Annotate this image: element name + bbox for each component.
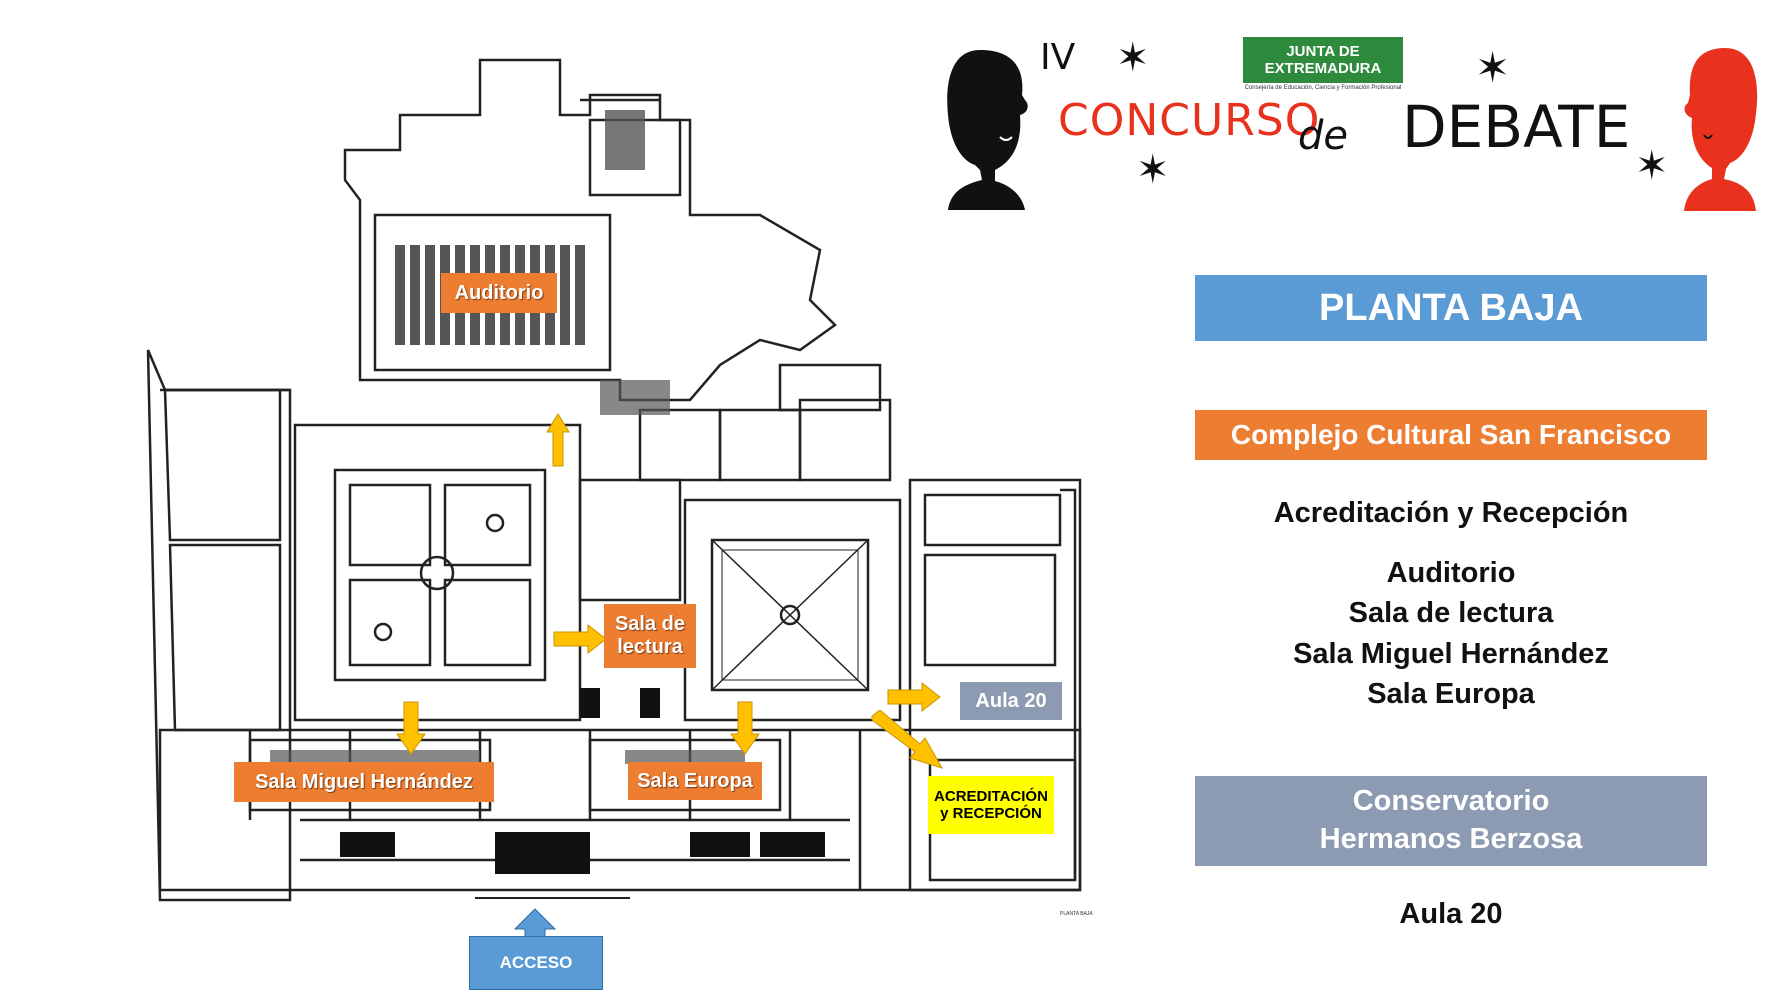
arrow-icon: [396, 701, 426, 755]
arrow-icon: [730, 701, 760, 755]
legend-item-acreditacion: Acreditación y Recepción: [1273, 497, 1629, 529]
label-sala-miguel-hernandez: Sala Miguel Hernández: [234, 762, 494, 802]
black-head-icon: [947, 50, 1028, 210]
label-acreditacion: ACREDITACIÓN y RECEPCIÓN: [928, 776, 1054, 834]
arrow-icon: [546, 413, 570, 467]
arrow-icon: [871, 710, 944, 769]
label-sala-lectura: Sala de lectura: [604, 604, 696, 668]
star-icon: ✶: [1116, 35, 1150, 81]
logo-word-debate: DEBATE: [1402, 93, 1631, 161]
legend-venue2: Conservatorio Hermanos Berzosa: [1195, 776, 1707, 866]
legend-item-auditorio: Auditorio: [1386, 557, 1516, 589]
red-head-icon: [1684, 48, 1758, 211]
legend-venue2-line1: Conservatorio: [1352, 785, 1550, 818]
legend-item-sala-miguel: Sala Miguel Hernández: [1293, 638, 1609, 670]
label-acreditacion-line1: ACREDITACIÓN: [934, 787, 1048, 805]
logo-word-de: de: [1298, 113, 1348, 159]
junta-logo-subtitle: Consejería de Educación, Ciencia y Forma…: [1244, 85, 1402, 91]
plan-caption: PLANTA BAJA: [1060, 911, 1093, 917]
arrow-icon: [553, 624, 607, 654]
logo-numeral: IV: [1040, 37, 1076, 78]
legend-item-aula-20: Aula 20: [1399, 898, 1503, 930]
label-aula-20: Aula 20: [960, 682, 1062, 720]
debate-logo: IV CONCURSO de DEBATE ✶ ✶ ✶ ✶ JUNTA DE E…: [940, 35, 1760, 211]
acceso-button[interactable]: ACCESO: [469, 936, 603, 990]
star-icon: ✶: [1136, 147, 1170, 193]
up-arrow-icon: [514, 908, 556, 938]
label-sala-europa: Sala Europa: [628, 762, 762, 800]
arrow-icon: [887, 682, 941, 712]
logo-word-concurso: CONCURSO: [1058, 95, 1321, 146]
legend-item-sala-lectura: Sala de lectura: [1348, 597, 1554, 629]
label-acreditacion-line2: y RECEPCIÓN: [940, 805, 1042, 822]
legend-venue2-line2: Hermanos Berzosa: [1319, 823, 1583, 855]
legend-title: PLANTA BAJA: [1195, 275, 1707, 341]
label-auditorio: Auditorio: [441, 273, 557, 313]
junta-logo-title: JUNTA DE EXTREMADURA: [1243, 37, 1403, 83]
floor-plan: PLANTA BAJA: [146, 58, 1093, 917]
legend-item-sala-europa: Sala Europa: [1367, 678, 1535, 710]
legend-venue1: Complejo Cultural San Francisco: [1195, 410, 1707, 460]
star-icon: ✶: [1635, 143, 1669, 189]
junta-logo: JUNTA DE EXTREMADURA Consejería de Educa…: [1243, 37, 1403, 91]
star-icon: ✶: [1475, 43, 1511, 92]
